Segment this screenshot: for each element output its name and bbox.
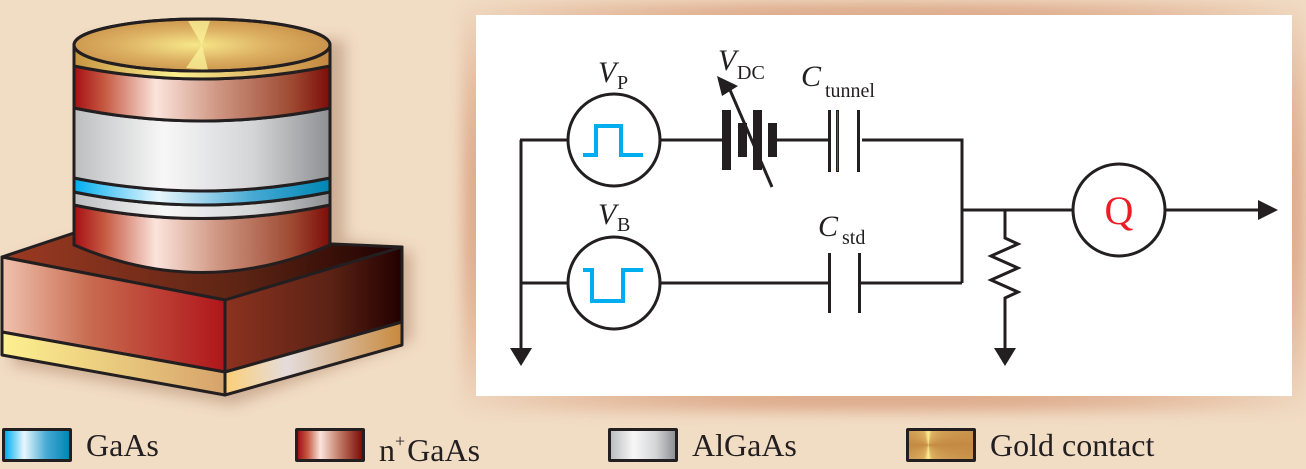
- legend-item-algaas: AlGaAs: [608, 426, 797, 464]
- vb-label-main: V: [598, 198, 620, 231]
- legend-item-nplus-gaas: n+GaAs: [295, 426, 480, 468]
- vp-source: [566, 92, 662, 188]
- ctunnel-label-main: C: [801, 60, 822, 93]
- gold-top-sheen: [186, 21, 210, 70]
- pillar: [72, 17, 332, 274]
- legend-item-gaas: GaAs: [2, 426, 159, 464]
- resistor: [987, 210, 1022, 350]
- ctunnel-capacitor: [828, 110, 860, 172]
- q-label: Q: [1105, 188, 1134, 233]
- charge-detector: [1071, 162, 1167, 258]
- ground-arrow-left: [510, 348, 532, 366]
- algaas-swatch: [608, 428, 678, 462]
- circuit-diagram: V P V B V DC C tunnel C std Q: [510, 44, 1278, 366]
- vdc-battery: [717, 76, 777, 188]
- positive-pulse-icon: [583, 124, 643, 157]
- vdc-label-sub: DC: [737, 62, 765, 84]
- output-arrow: [1258, 200, 1278, 220]
- bottom-gold-side: [223, 320, 404, 397]
- negative-pulse-icon: [583, 268, 643, 303]
- vb-label-sub: B: [617, 214, 630, 236]
- gold-contact-swatch: [906, 428, 976, 462]
- vdc-label-main: V: [718, 44, 740, 77]
- nplus-gaas-swatch: [295, 428, 365, 462]
- legend: GaAs n+GaAs AlGaAs Gold contact: [0, 426, 1306, 468]
- ground-arrow-right: [994, 348, 1016, 366]
- legend-label: Gold contact: [990, 427, 1155, 463]
- wire-ctunnel-to-right: [862, 138, 964, 283]
- legend-label: n+GaAs: [379, 430, 481, 468]
- vp-label-main: V: [598, 56, 620, 89]
- cstd-label-sub: std: [842, 227, 865, 249]
- cstd-label-main: C: [818, 210, 839, 243]
- cstd-capacitor: [828, 253, 861, 313]
- legend-label: GaAs: [86, 427, 159, 463]
- vb-source: [566, 235, 662, 331]
- gaas-swatch: [2, 428, 72, 462]
- ctunnel-label-sub: tunnel: [825, 80, 875, 102]
- variable-arrow-icon: [728, 89, 774, 188]
- legend-label: AlGaAs: [692, 427, 797, 463]
- device-illustration: [0, 17, 412, 405]
- legend-item-gold-contact: Gold contact: [906, 426, 1154, 464]
- vp-label-sub: P: [617, 72, 628, 94]
